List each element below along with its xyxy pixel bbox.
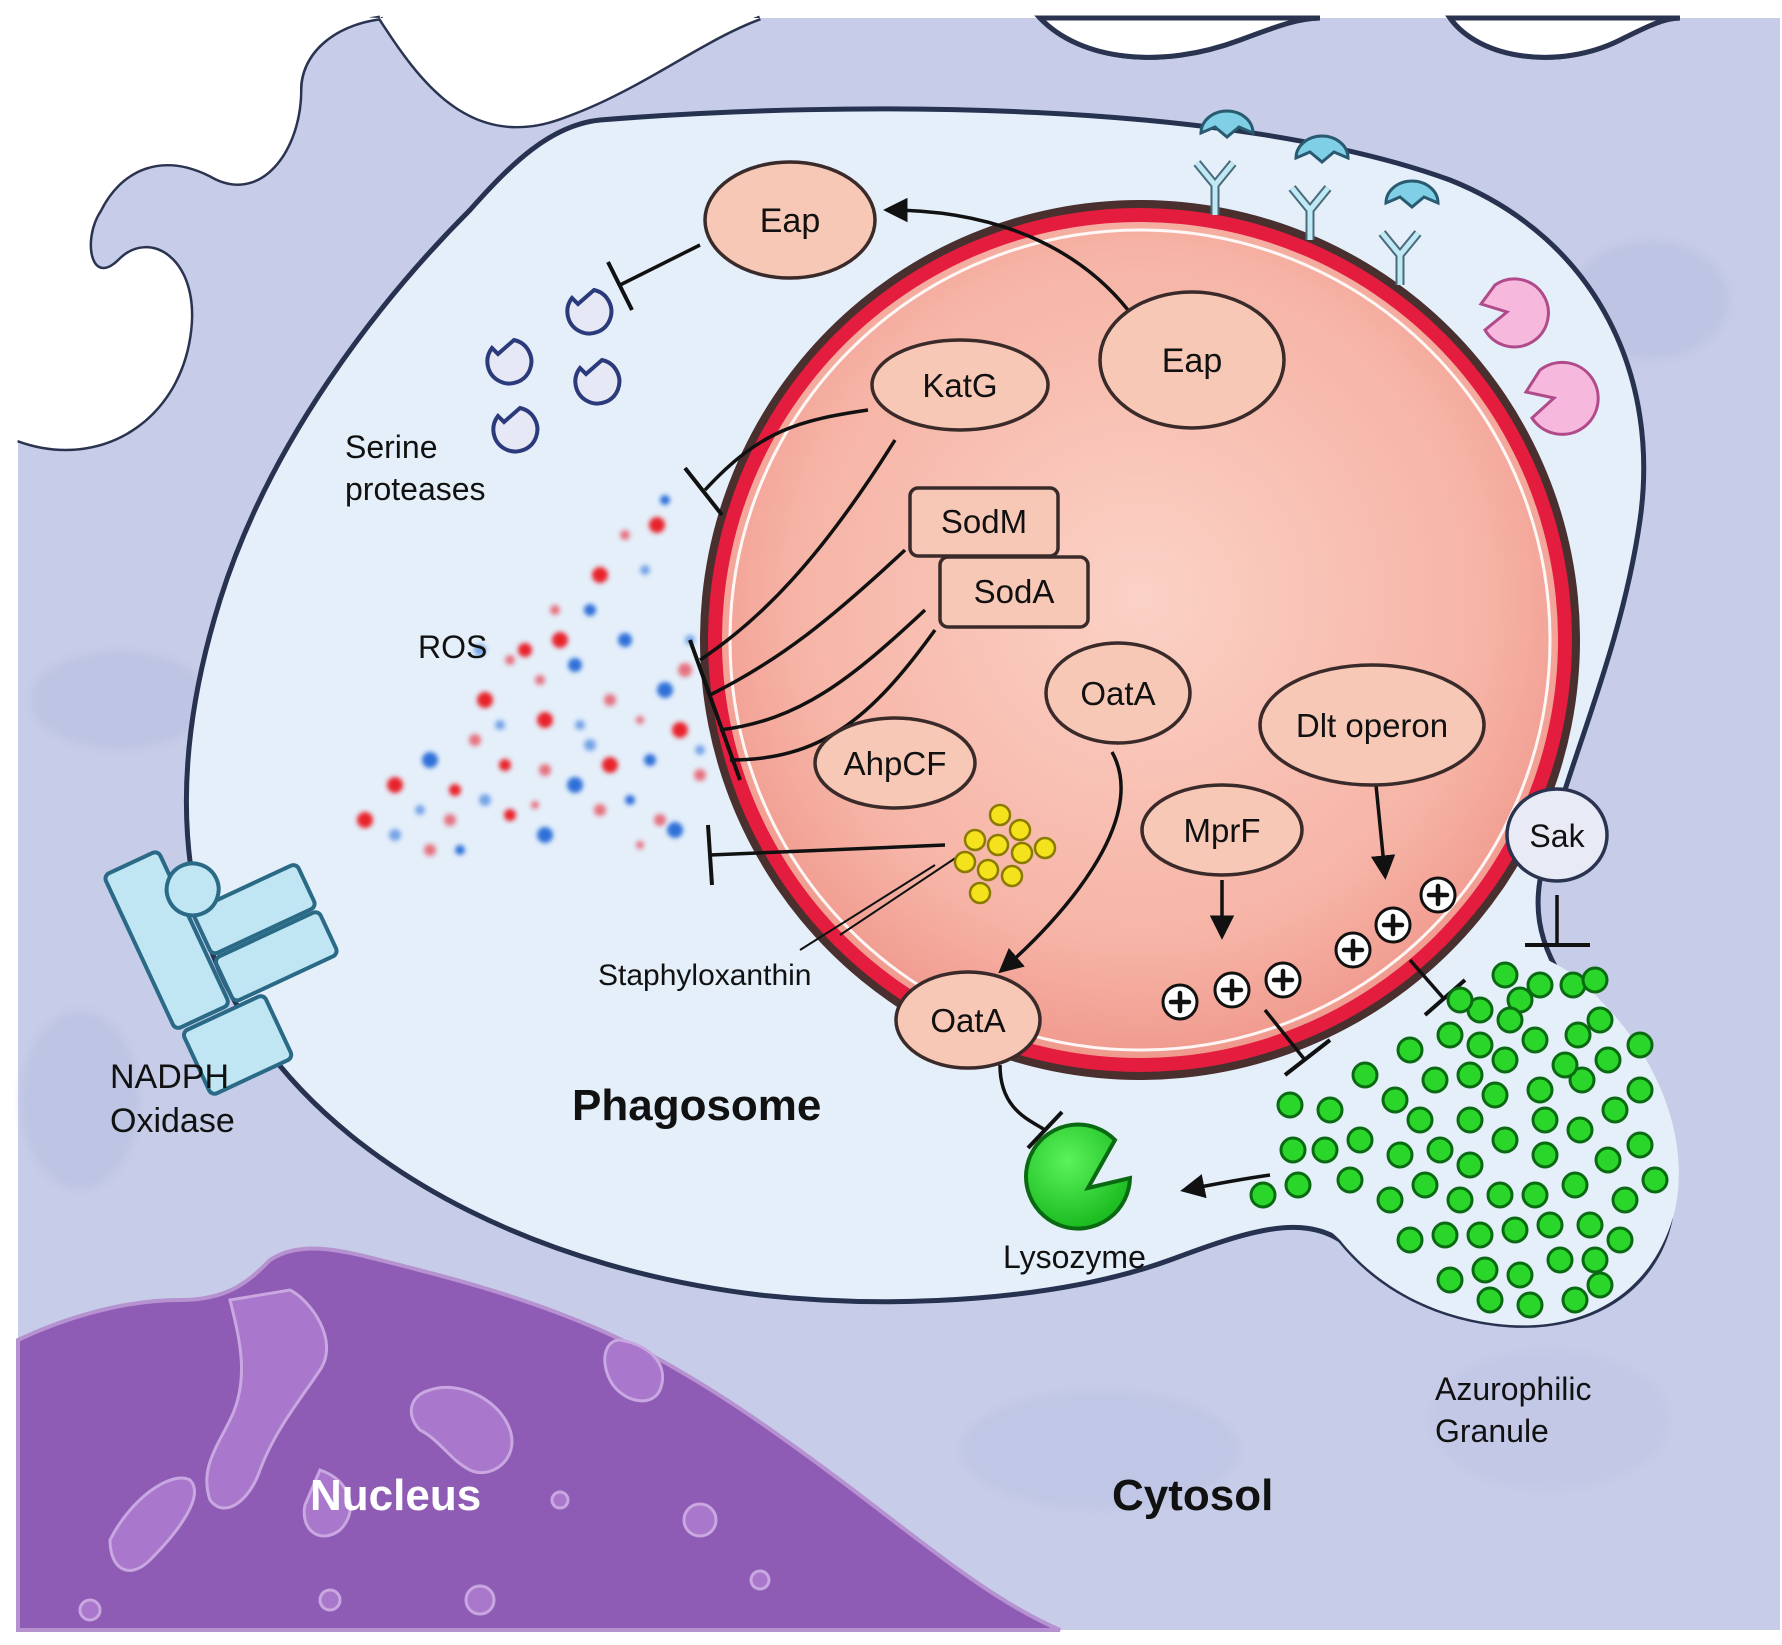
protein-eap-outer: Eap [703,160,877,280]
antibody-icon [1378,179,1440,285]
cytosol-title: Cytosol [1112,1471,1273,1520]
positive-charge-signs [1168,883,1450,1014]
ros-cloud [357,495,706,856]
protein-eap-inner: Eap [1098,290,1286,430]
extracellular-space [380,18,760,127]
granule-dots [1249,961,1669,1319]
ahpcf-label: AhpCF [844,745,947,782]
nucleus-chromatin [78,1288,771,1622]
dlt-label: Dlt operon [1296,707,1448,744]
nadph-label-line1: NADPH [110,1058,229,1096]
extracellular-gap [1445,15,1681,60]
extracellular-gap [1034,15,1321,60]
protein-oata-inner: OatA [1044,641,1192,745]
lysozyme-icon [1024,1122,1133,1231]
staphyloxanthin-label: Staphyloxanthin [598,959,812,992]
inhibition-lines [606,243,1590,1150]
staphyloxanthin-icon [953,803,1057,905]
protein-mprf: MprF [1140,783,1304,877]
staphyloxanthin-pointer [799,864,936,951]
mprf-label: MprF [1184,812,1261,849]
protein-sodm: SodM [908,486,1060,558]
extracellular-space [0,0,380,449]
serine-protease-icon [485,287,622,454]
protein-katg: KatG [870,338,1050,432]
nadph-oxidase-icon [103,850,339,1096]
serine-proteases-label-line2: proteases [345,471,486,507]
antibody-icon [1288,134,1350,240]
protein-oata-outer: OatA [894,970,1042,1070]
sak-label: Sak [1529,818,1585,854]
azurophilic-label-line1: Azurophilic [1435,1371,1592,1407]
complement-icon [1478,277,1600,436]
eap-inner-label: Eap [1162,342,1223,380]
sodm-label: SodM [941,503,1027,540]
soda-label: SodA [974,573,1055,610]
protein-ahpcf: AhpCF [813,716,977,810]
protein-sak: Sak [1505,787,1609,883]
protein-dlt-operon: Dlt operon [1258,663,1486,787]
protein-soda: SodA [938,555,1090,629]
serine-proteases-label-line1: Serine [345,429,438,465]
nucleus-title: Nucleus [310,1471,481,1520]
cytosol-texture [20,240,1730,1510]
oata-outer-label: OatA [930,1002,1005,1039]
activation-arrows [839,197,1396,1199]
phagosome-title: Phagosome [572,1081,821,1130]
eap-outer-label: Eap [760,202,821,240]
azurophilic-label-line2: Granule [1435,1413,1549,1449]
lysozyme-label: Lysozyme [1003,1239,1146,1275]
antibody-icon [1193,109,1255,215]
katg-label: KatG [922,367,997,404]
nadph-label-line2: Oxidase [110,1102,235,1140]
ros-label: ROS [418,629,487,665]
oata-inner-label: OatA [1080,675,1155,712]
